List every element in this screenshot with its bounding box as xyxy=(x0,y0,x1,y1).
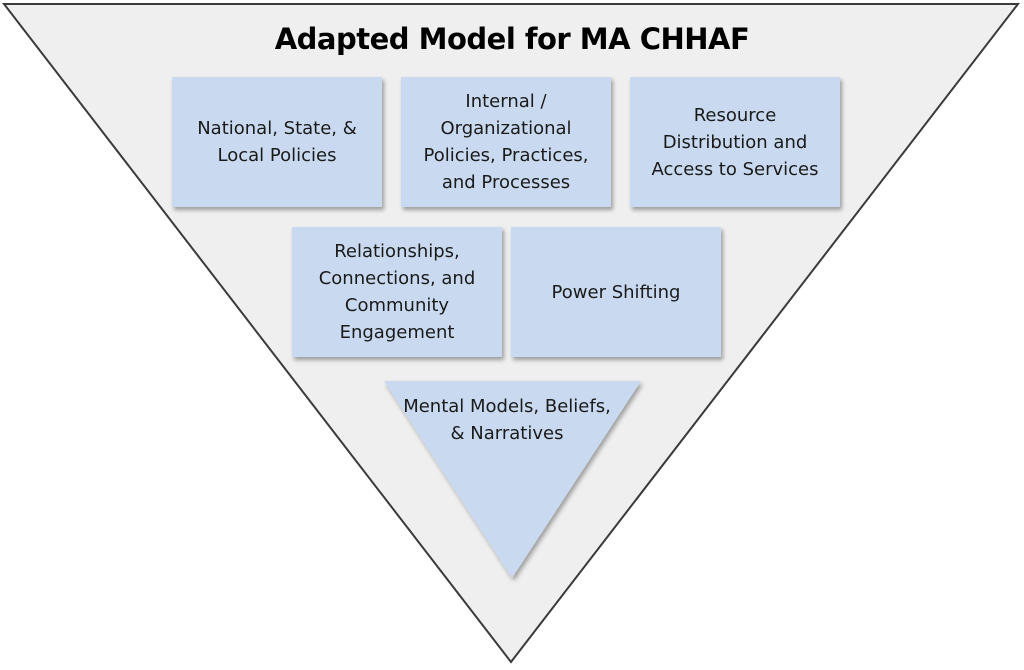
box-internal-organizational-policies: Internal / Organizational Policies, Prac… xyxy=(401,77,611,207)
box-label: Resource Distribution and Access to Serv… xyxy=(651,104,819,180)
diagram-title: Adapted Model for MA CHHAF xyxy=(274,22,750,56)
box-national-state-local-policies: National, State, & Local Policies xyxy=(172,77,382,207)
box-label: Power Shifting xyxy=(551,281,681,303)
box-label: Relationships, Connections, and Communit… xyxy=(318,241,476,343)
box-label: Internal / Organizational Policies, Prac… xyxy=(423,91,589,193)
inner-triangle xyxy=(384,381,641,578)
inner-triangle-label: Mental Models, Beliefs, & Narratives xyxy=(403,396,611,444)
box-relationships-connections: Relationships, Connections, and Communit… xyxy=(292,227,502,357)
box-label: National, State, & Local Policies xyxy=(197,118,357,166)
box-resource-distribution: Resource Distribution and Access to Serv… xyxy=(630,77,840,207)
box-power-shifting: Power Shifting xyxy=(511,227,721,357)
